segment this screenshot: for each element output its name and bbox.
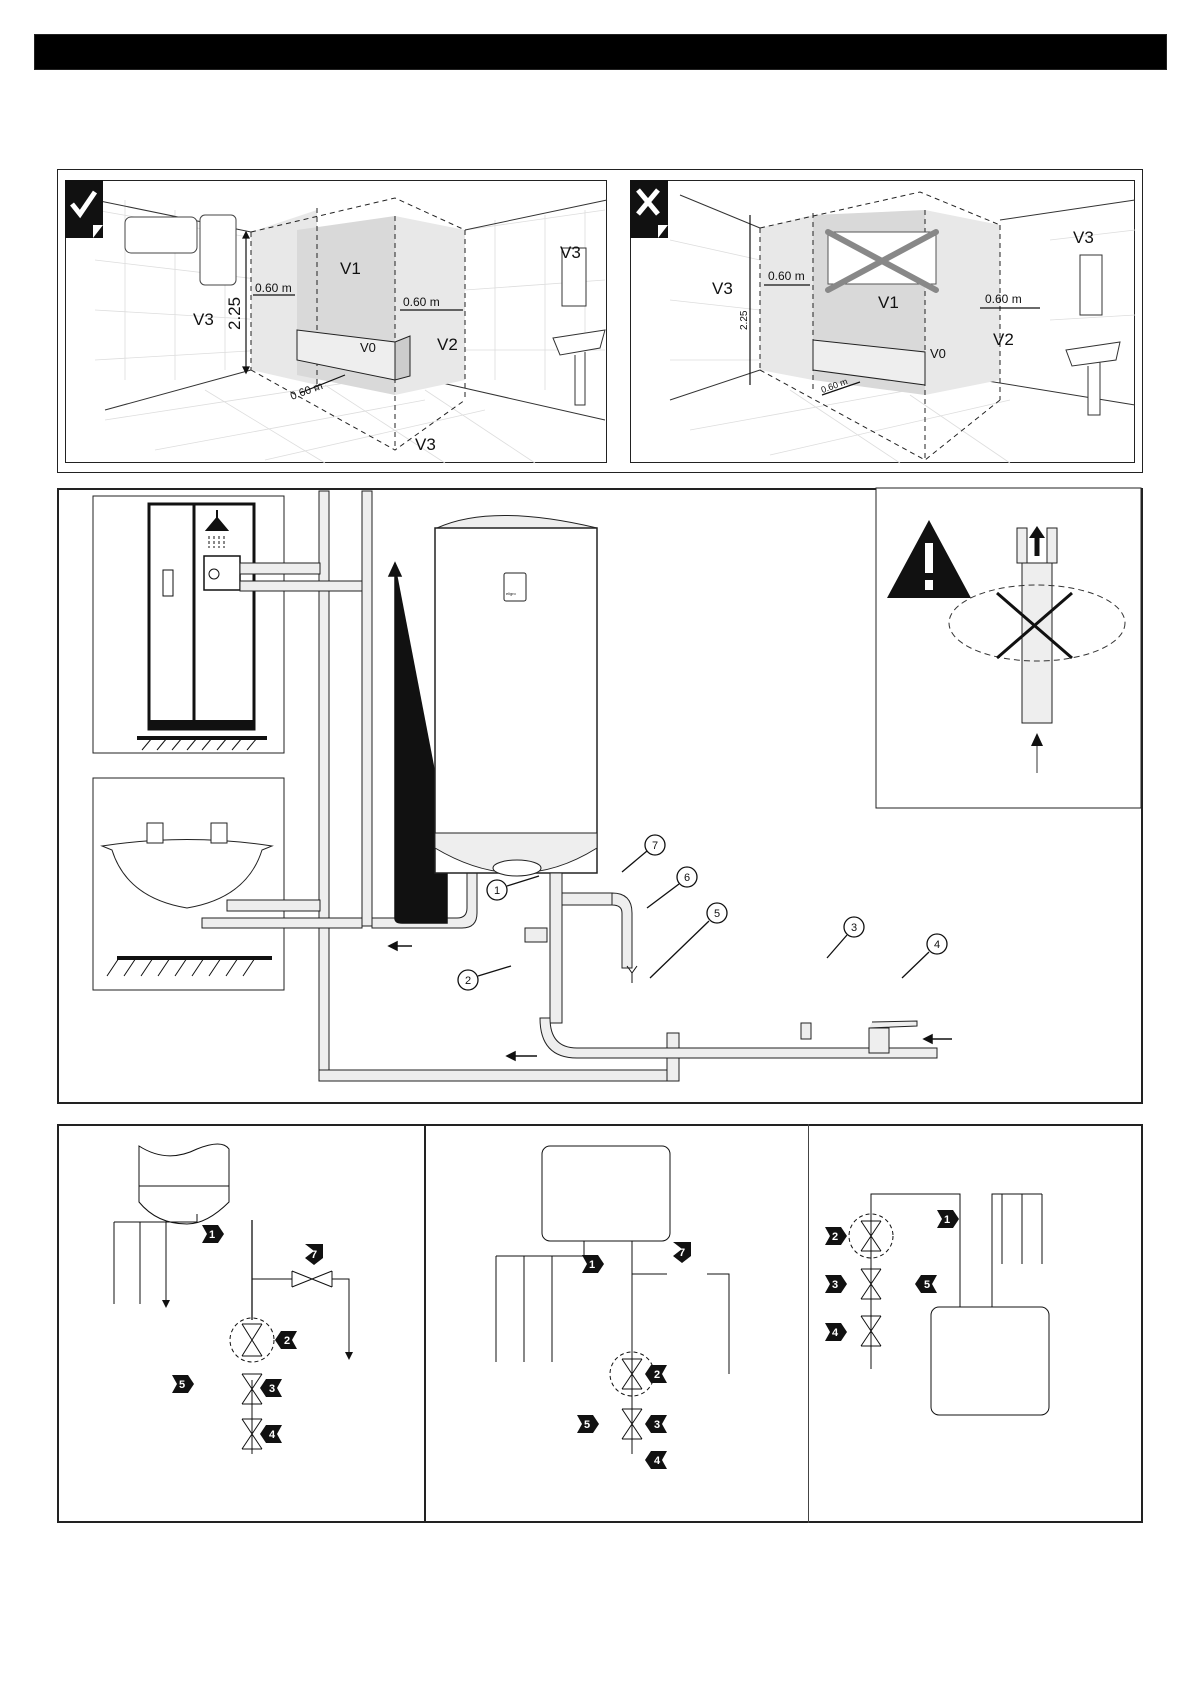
basin-tap-right <box>211 823 227 843</box>
callout-label-3: 3 <box>851 922 857 934</box>
header-bar <box>34 34 1167 70</box>
riser-hot <box>362 491 372 926</box>
callout-label-1: 1 <box>494 885 500 897</box>
schematic-3-marker-label-5: 5 <box>924 1279 930 1291</box>
zone-label-v3-left: V3 <box>193 310 214 329</box>
dim-right-gap: 0.60 m <box>985 292 1022 306</box>
shower-cabin <box>149 504 254 729</box>
zone-label-v2: V2 <box>437 335 458 354</box>
flow-arrow-up <box>389 563 401 576</box>
schematic-2 <box>496 1146 729 1454</box>
zone-label-v0: V0 <box>930 346 946 361</box>
zone-label-v3-left: V3 <box>712 279 733 298</box>
heater-under-sink <box>931 1307 1049 1415</box>
schematic-1-marker-label-7: 7 <box>311 1249 317 1261</box>
schematic-2-marker-label-7: 7 <box>679 1247 685 1259</box>
stop-valve <box>869 1028 889 1053</box>
schematic-1-marker-label-3: 3 <box>269 1383 275 1395</box>
flow-arrow-left <box>389 942 397 950</box>
zone-label-v1: V1 <box>878 293 899 312</box>
schematic-1 <box>114 1144 349 1454</box>
zone-label-v3-right: V3 <box>1073 228 1094 247</box>
check-valve <box>801 1023 811 1039</box>
schematic-3-marker-label-3: 3 <box>832 1279 838 1291</box>
installation-drawing: eligro 1 2 3 4 5 6 7 <box>57 488 1143 1104</box>
heater-horizontal <box>542 1146 670 1241</box>
schematic-1-marker-label-5: 5 <box>179 1379 185 1391</box>
riser-cold <box>319 491 329 1081</box>
drain-valve <box>562 893 612 905</box>
schematic-2-marker-label-1: 1 <box>589 1259 595 1271</box>
schematic-1-marker-label-1: 1 <box>209 1229 215 1241</box>
washbasin <box>1066 342 1120 415</box>
drain-funnel-icon <box>627 966 637 983</box>
zone-label-v0: V0 <box>360 340 376 355</box>
dim-height: 2.25 <box>225 297 244 330</box>
schematic-3-marker-label-1: 1 <box>944 1214 950 1226</box>
dim-right-gap: 0.60 m <box>403 295 440 309</box>
mirror <box>1080 255 1102 315</box>
drain-hose <box>612 893 632 968</box>
callout-label-5: 5 <box>714 908 720 920</box>
zone-label-v3-right: V3 <box>560 243 581 262</box>
cold-inlet-pipe <box>550 873 562 1023</box>
vertical-heater <box>200 215 236 285</box>
return-pipe <box>319 1070 679 1081</box>
basin-tap-left <box>147 823 163 843</box>
zone-label-v3-floor: V3 <box>415 435 436 454</box>
callout-label-4: 4 <box>934 939 940 951</box>
zone-label-v2: V2 <box>993 330 1014 349</box>
dim-height: 2.25 <box>739 310 750 330</box>
heater-vertical <box>139 1144 229 1224</box>
schematic-2-marker-label-2: 2 <box>654 1369 660 1381</box>
schematic-3-marker-label-4: 4 <box>832 1327 839 1339</box>
schematic-2-marker-label-5: 5 <box>584 1419 590 1431</box>
thermostat-dial <box>504 573 526 601</box>
heater-logo: eligro <box>506 591 517 596</box>
safety-valve <box>525 928 547 942</box>
zones-correct-drawing: 0.60 m 0.60 m 0.60 m 2.25 V1 V2 V0 V3 V3… <box>65 180 607 463</box>
horizontal-heater <box>125 217 197 253</box>
dim-floor-gap: 0.60 m <box>289 380 325 403</box>
safety-valve-assembly <box>1022 563 1052 723</box>
schematic-2-marker-label-3: 3 <box>654 1419 660 1431</box>
callout-label-2: 2 <box>465 975 471 987</box>
zones-incorrect-drawing: 0.60 m 0.60 m 0.60 m 2.25 V1 V2 V0 V3 V3 <box>630 180 1135 463</box>
schematics-drawing: 1 2 3 4 5 7 1 2 3 4 5 7 1 2 3 4 5 <box>57 1124 1143 1523</box>
schematic-1-marker-label-4: 4 <box>269 1429 276 1441</box>
zone-label-v1: V1 <box>340 259 361 278</box>
schematic-1-marker-label-2: 2 <box>284 1335 290 1347</box>
schematic-3-marker-label-2: 2 <box>832 1231 838 1243</box>
washbasin <box>553 330 605 405</box>
door-handle <box>163 570 173 596</box>
dim-left-gap: 0.60 m <box>768 269 805 283</box>
schematic-2-marker-label-4: 4 <box>654 1455 661 1467</box>
callout-label-7: 7 <box>652 840 658 852</box>
heater-top-cap <box>437 516 597 529</box>
outlet-hatched-left <box>1017 528 1027 563</box>
callout-label-6: 6 <box>684 872 690 884</box>
dim-left-gap: 0.60 m <box>255 281 292 295</box>
